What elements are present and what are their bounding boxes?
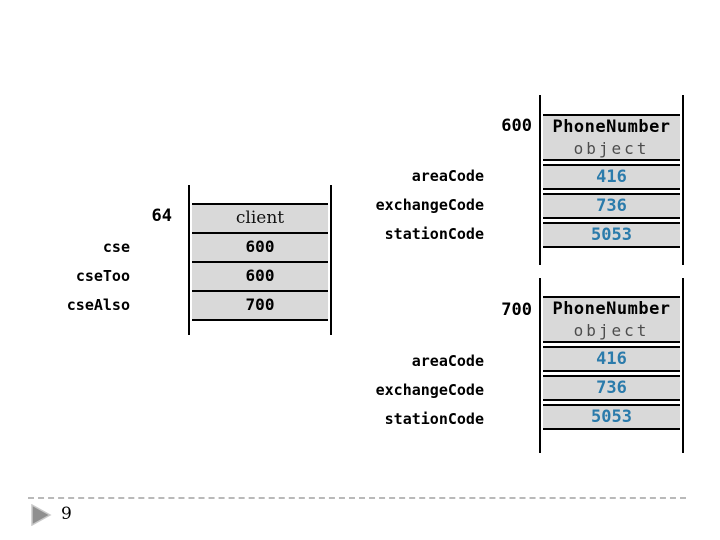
field-value-exchangecode-600: 736: [543, 193, 680, 219]
footer-arrow-icon: [31, 504, 52, 526]
field-label-exchangecode-600: exchangeCode: [375, 196, 484, 214]
object-header-700: PhoneNumber object: [543, 296, 680, 343]
field-value-stationcode-600: 5053: [543, 222, 680, 248]
memory-column-600: PhoneNumber object 416 736 5053: [539, 95, 684, 265]
client-row-csealso-value: 700: [192, 290, 328, 321]
footer-divider: [28, 497, 686, 499]
client-table-header: client: [192, 203, 328, 232]
address-label-700: 700: [501, 300, 532, 320]
client-row-cse-value: 600: [192, 232, 328, 261]
client-row-csetoo-value: 600: [192, 261, 328, 290]
field-value-areacode-600: 416: [543, 164, 680, 190]
object-title: PhoneNumber: [552, 299, 671, 319]
variable-label-csealso: cseAlso: [66, 296, 130, 314]
object-title: PhoneNumber: [552, 117, 671, 137]
object-header-600: PhoneNumber object: [543, 114, 680, 161]
variable-label-csetoo: cseToo: [75, 267, 130, 285]
field-value-stationcode-700: 5053: [543, 404, 680, 430]
column-spacer: [541, 278, 682, 296]
address-label-64: 64: [151, 206, 172, 226]
object-subtitle: object: [573, 139, 650, 158]
object-subtitle: object: [573, 321, 650, 340]
field-label-stationcode-700: stationCode: [384, 410, 484, 428]
page-number: 9: [61, 504, 72, 524]
address-label-600: 600: [501, 116, 532, 136]
field-label-areacode-600: areaCode: [411, 167, 484, 185]
memory-column-client: client 600 600 700: [188, 185, 332, 335]
field-label-exchangecode-700: exchangeCode: [375, 381, 484, 399]
field-label-stationcode-600: stationCode: [384, 225, 484, 243]
field-value-areacode-700: 416: [543, 346, 680, 372]
field-value-exchangecode-700: 736: [543, 375, 680, 401]
field-label-areacode-700: areaCode: [411, 352, 484, 370]
memory-column-700: PhoneNumber object 416 736 5053: [539, 278, 684, 453]
column-spacer: [190, 185, 330, 203]
column-spacer: [541, 95, 682, 114]
variable-label-cse: cse: [102, 238, 130, 256]
